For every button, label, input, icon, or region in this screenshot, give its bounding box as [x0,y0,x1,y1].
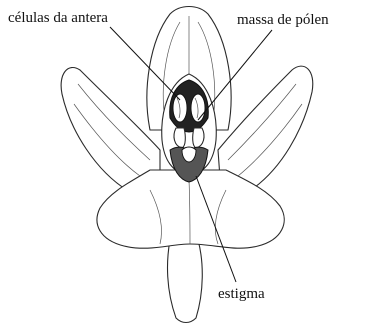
bottom-petal [168,240,203,323]
label-anther-cells: células da antera [8,10,108,26]
label-pollen-mass: massa de pólen [237,12,329,28]
label-stigma: estigma [218,286,265,302]
